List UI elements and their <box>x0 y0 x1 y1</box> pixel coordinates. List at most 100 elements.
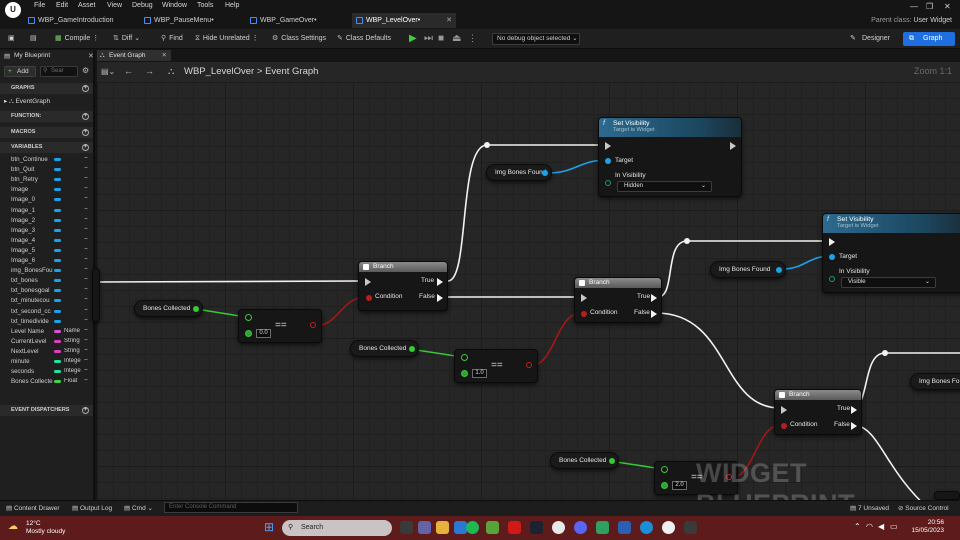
equal-node[interactable]: 2.0 == <box>654 461 738 495</box>
volume-icon[interactable]: ◀ <box>878 522 885 531</box>
visibility-toggle-icon[interactable]: ⌣ <box>84 377 88 384</box>
visibility-toggle-icon[interactable]: ⌣ <box>84 205 88 212</box>
variable-row[interactable]: Image_2⌣ <box>0 216 93 226</box>
variable-row[interactable]: btn_Retry⌣ <box>0 175 93 185</box>
visibility-toggle-icon[interactable]: ⌣ <box>84 336 88 343</box>
variable-row[interactable]: txt_bonesgoal⌣ <box>0 286 93 296</box>
close-icon[interactable]: ✕ <box>161 52 167 59</box>
step-icon[interactable]: ⏭ <box>424 33 433 44</box>
float-in-pin[interactable] <box>245 314 252 321</box>
my-blueprint-tab[interactable]: ▤My Blueprint <box>2 52 72 62</box>
settings-icon[interactable]: ⚙ <box>82 66 90 75</box>
add-dispatcher-icon[interactable]: + <box>82 407 89 414</box>
windows-start-icon[interactable]: ⊞ <box>264 520 275 534</box>
condition-pin[interactable] <box>781 423 787 429</box>
minecraft-icon[interactable] <box>486 521 499 534</box>
unreal-engine-icon[interactable] <box>662 521 675 534</box>
weather-icon[interactable]: ☁ <box>8 521 18 532</box>
branch-node[interactable]: Branch Condition True False <box>358 261 448 311</box>
visibility-toggle-icon[interactable]: ⌣ <box>84 296 88 303</box>
compare-value-input[interactable]: 1.0 <box>472 369 487 378</box>
variable-row[interactable]: img_BonesFou⌣ <box>0 266 93 276</box>
breadcrumb-root[interactable]: WBP_LevelOver <box>184 66 255 77</box>
true-exec-pin[interactable] <box>437 278 443 286</box>
variable-row[interactable]: txt_second_cc⌣ <box>0 307 93 317</box>
equal-node[interactable]: 1.0 == <box>454 349 538 383</box>
more-icon[interactable]: ⋮ <box>251 35 259 42</box>
false-exec-pin[interactable] <box>851 422 857 430</box>
forward-arrow-icon[interactable]: → <box>145 66 154 76</box>
partial-node[interactable] <box>92 268 100 322</box>
output-log-button[interactable]: ▤ Output Log <box>72 504 112 512</box>
variable-row[interactable]: txt_minutecou⌣ <box>0 296 93 306</box>
visibility-toggle-icon[interactable]: ⌣ <box>84 357 88 363</box>
visibility-toggle-icon[interactable]: ⌣ <box>84 316 88 323</box>
designer-button[interactable]: ✎Designer <box>846 32 896 46</box>
visibility-dropdown[interactable]: Hidden⌄ <box>617 181 712 192</box>
condition-pin[interactable] <box>366 295 372 301</box>
variable-row[interactable]: Image⌣ <box>0 185 93 195</box>
add-variable-icon[interactable]: + <box>82 144 89 151</box>
event-graph-item[interactable]: ▸ ⛬ EventGraph <box>4 98 51 105</box>
in-visibility-pin[interactable] <box>605 180 611 186</box>
tray-chevron-icon[interactable]: ⌃ <box>854 522 861 531</box>
float-in-pin[interactable] <box>245 330 252 337</box>
unreal-logo-icon[interactable]: U <box>5 2 21 18</box>
exec-in-pin[interactable] <box>605 142 611 150</box>
exec-in-pin[interactable] <box>781 406 787 414</box>
search-input[interactable]: ⚲Sear <box>40 66 78 77</box>
float-out-pin[interactable] <box>193 306 199 312</box>
content-drawer-button[interactable]: ▤ Content Drawer <box>6 504 60 512</box>
tab-close-icon[interactable]: ✕ <box>446 17 452 24</box>
wifi-icon[interactable]: ◠ <box>866 522 873 531</box>
visibility-toggle-icon[interactable]: ⌣ <box>84 175 88 182</box>
target-pin[interactable] <box>829 254 835 260</box>
eject-icon[interactable]: ⏏ <box>452 33 462 44</box>
float-in-pin[interactable] <box>661 482 668 489</box>
compare-value-input[interactable]: 2.0 <box>672 481 687 490</box>
app-icon[interactable] <box>596 521 609 534</box>
variable-row[interactable]: btn_Quit⌣ <box>0 165 93 175</box>
variable-row[interactable]: txt_timedivide⌣ <box>0 317 93 327</box>
img-bones-found-getter[interactable]: Img Bones Fo <box>910 373 960 390</box>
browse-icon[interactable]: ▤ <box>30 35 37 42</box>
float-in-pin[interactable] <box>461 370 468 377</box>
more-icon[interactable]: ⋮ <box>468 33 477 43</box>
section-functions[interactable]: FUNCTION:+ <box>0 111 93 122</box>
add-function-icon[interactable]: + <box>82 113 89 120</box>
class-settings-button[interactable]: ⚙Class Settings <box>272 34 326 42</box>
spotify-icon[interactable] <box>466 521 479 534</box>
visibility-toggle-icon[interactable]: ⌣ <box>84 215 88 222</box>
debug-object-select[interactable]: No debug object selected ⌄ <box>492 33 580 45</box>
visibility-toggle-icon[interactable]: ⌣ <box>84 326 88 333</box>
visibility-toggle-icon[interactable]: ⌣ <box>84 346 88 353</box>
source-control-button[interactable]: ⊘ Source Control <box>898 504 960 512</box>
visibility-toggle-icon[interactable]: ⌣ <box>84 286 88 293</box>
variable-row[interactable]: Image_0⌣ <box>0 195 93 205</box>
menu-help[interactable]: Help <box>225 2 240 9</box>
edge-icon[interactable] <box>640 521 653 534</box>
minimize-icon[interactable]: — <box>910 2 918 11</box>
branch-node[interactable]: Branch Condition True False <box>774 389 862 435</box>
float-out-pin[interactable] <box>409 346 415 352</box>
close-icon[interactable]: ✕ <box>944 2 951 11</box>
variable-row[interactable]: Image_3⌣ <box>0 226 93 236</box>
visibility-toggle-icon[interactable]: ⌣ <box>84 155 88 161</box>
graph-options-icon[interactable]: ▤⌄ <box>101 67 116 76</box>
img-bones-found-getter[interactable]: Img Bones Found <box>710 261 786 278</box>
add-macro-icon[interactable]: + <box>82 129 89 136</box>
false-exec-pin[interactable] <box>437 294 443 302</box>
true-exec-pin[interactable] <box>851 406 857 414</box>
compile-button[interactable]: ▦Compile ⋮ <box>55 34 99 42</box>
visibility-toggle-icon[interactable]: ⌣ <box>84 276 88 283</box>
float-out-pin[interactable] <box>609 458 615 464</box>
exec-in-pin[interactable] <box>829 238 835 246</box>
graph-button[interactable]: ⧉Graph <box>903 32 955 46</box>
